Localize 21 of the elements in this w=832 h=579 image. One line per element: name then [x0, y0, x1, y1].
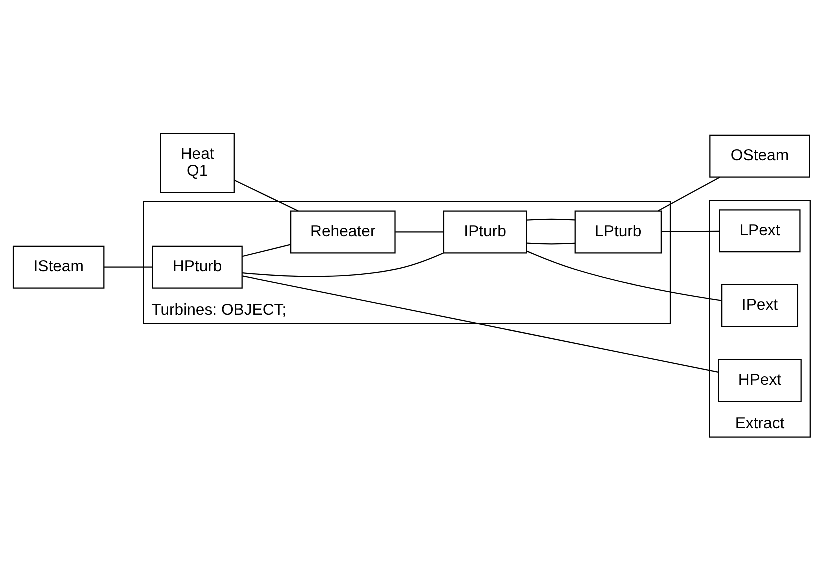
connector: [526, 242, 575, 244]
connector: [242, 275, 718, 373]
connector: [395, 231, 444, 232]
connector: [242, 244, 291, 257]
node-box: LPturb: [574, 210, 662, 254]
connector: [658, 176, 720, 212]
connector: [242, 252, 444, 277]
connector: [234, 179, 298, 212]
connector: [104, 266, 152, 268]
connector: [661, 230, 720, 232]
node-box: ISteam: [12, 245, 104, 288]
node-box: HPext: [718, 358, 802, 402]
node-box: Heat Q1: [160, 132, 234, 193]
connector: [526, 218, 575, 220]
node-box: HPturb: [152, 245, 242, 288]
node-box: Reheater: [290, 210, 396, 254]
node-box: LPext: [718, 209, 800, 252]
node-box: IPext: [720, 284, 798, 327]
node-box: IPturb: [442, 210, 527, 254]
connector: [526, 250, 722, 301]
node-box: OSteam: [709, 134, 810, 178]
